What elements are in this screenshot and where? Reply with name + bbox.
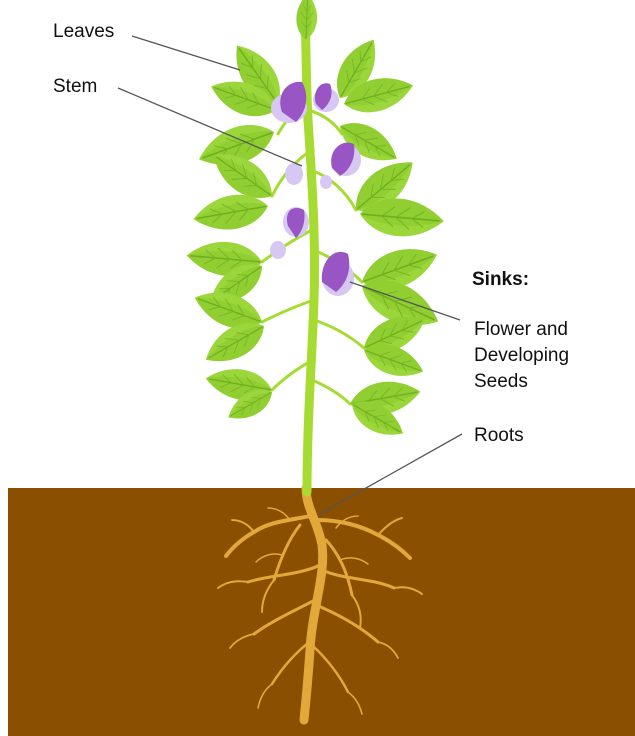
leaves-label: Leaves [53,20,114,44]
stem-label: Stem [53,75,97,99]
flower-label-line-2: Developing [474,344,569,368]
roots-label: Roots [474,424,524,448]
flower-label-line-3: Seeds [474,370,528,394]
flower-label-line-1: Flower and [474,318,568,342]
sinks-heading: Sinks: [472,268,529,292]
leaves-leader-line [132,36,240,70]
soil-block [8,488,635,736]
